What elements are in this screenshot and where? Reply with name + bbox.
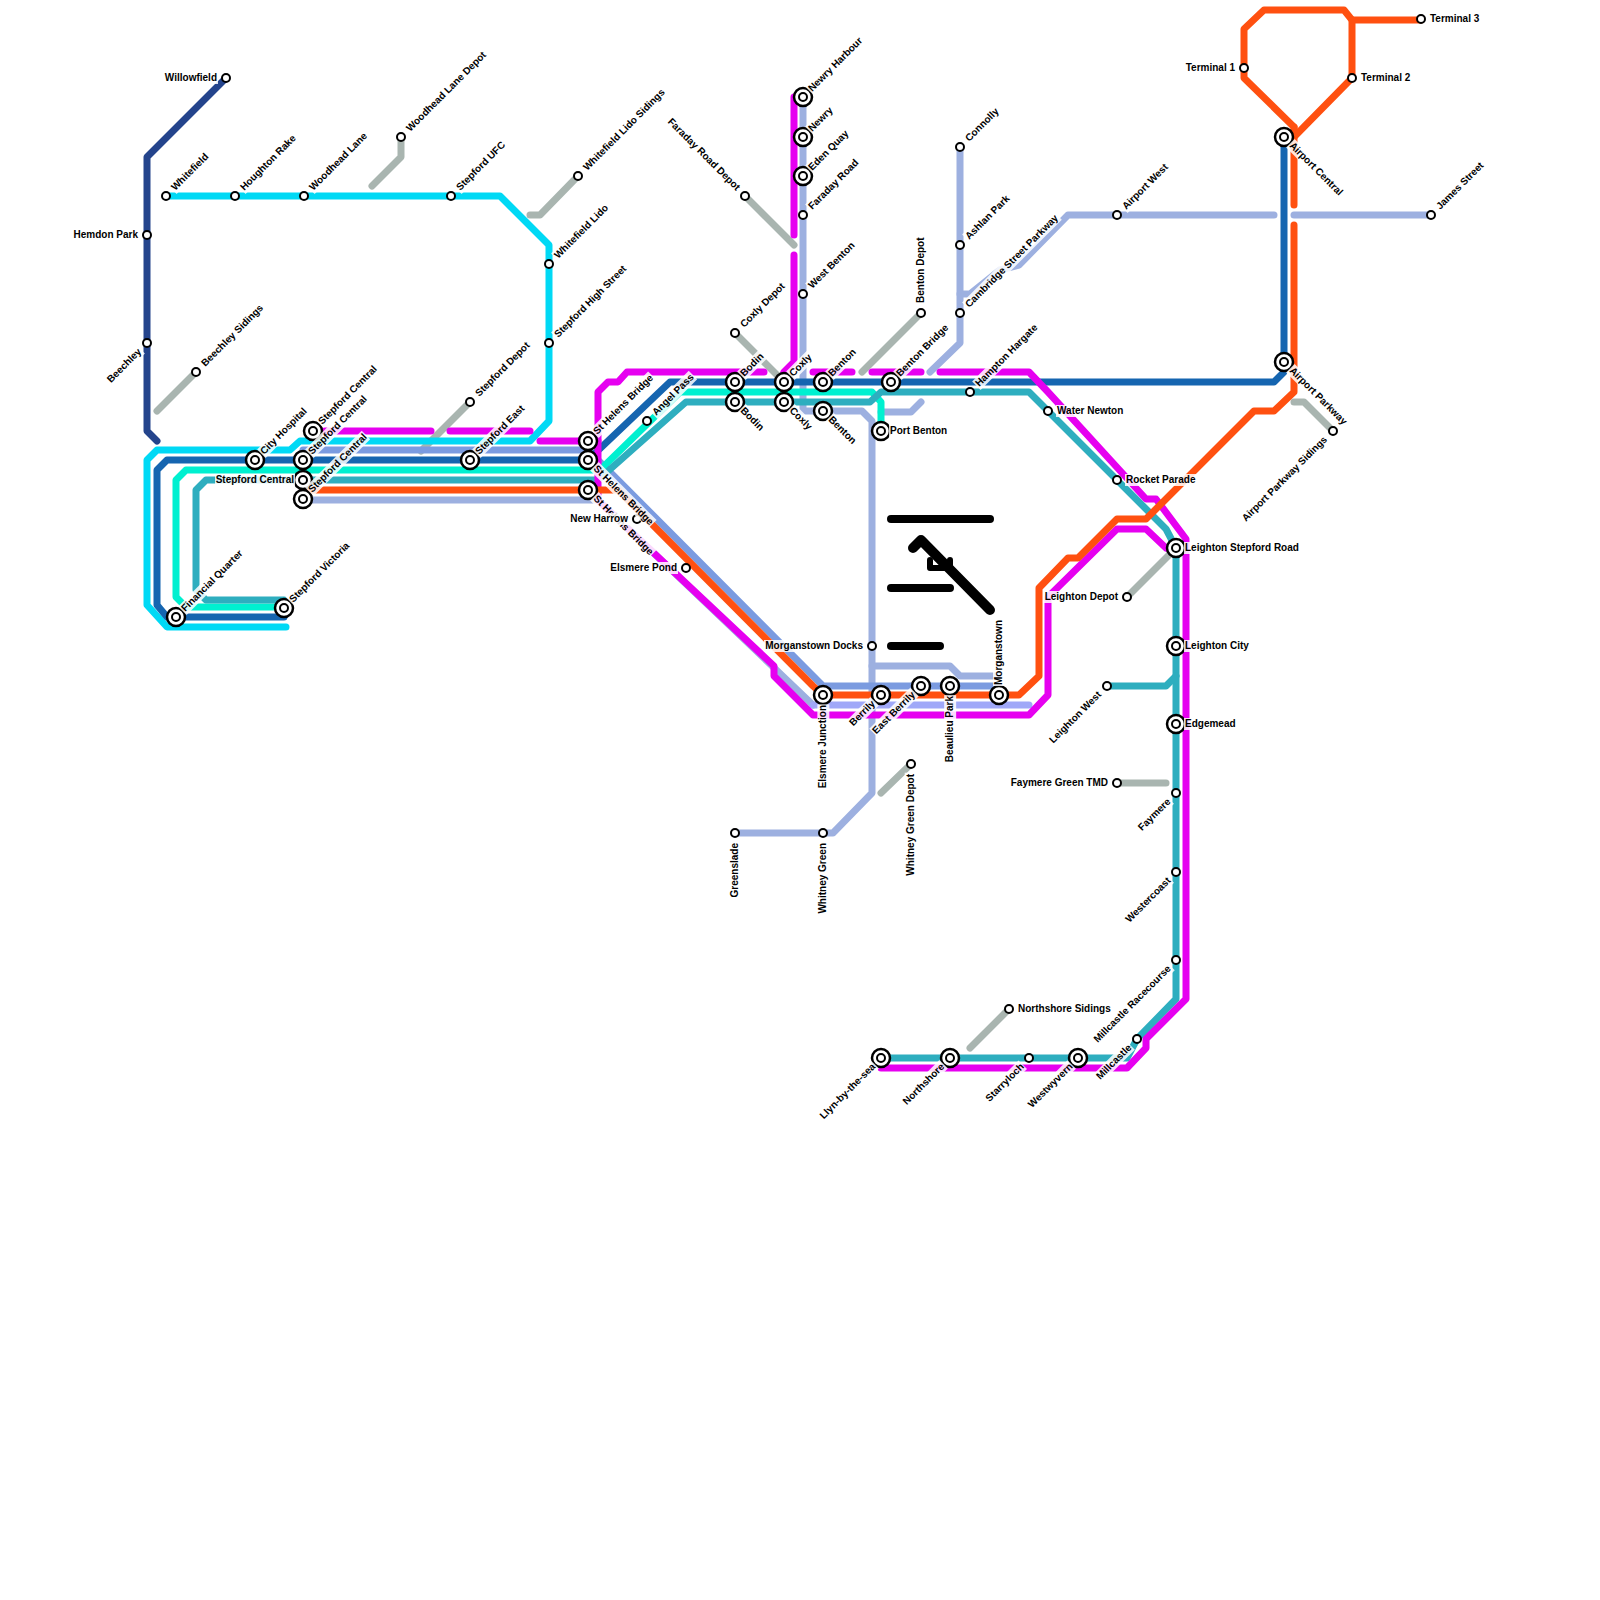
station-label: Airport Parkway Sidings — [1239, 433, 1331, 525]
station-label: Woodhead Lane — [306, 129, 370, 193]
station-label: Bodin — [737, 350, 767, 380]
station-label: Whitney Green Depot — [905, 773, 917, 877]
station-label: Elsmere Pond — [609, 562, 678, 574]
station-label: Terminal 1 — [1185, 62, 1236, 74]
station-label: City Hospital — [257, 405, 310, 458]
station-label: Ashlan Park — [962, 192, 1013, 243]
station-label: Beechley — [104, 345, 145, 386]
station-label: Airport Parkway — [1286, 364, 1350, 428]
station-label: Connolly — [962, 105, 1002, 145]
station-label: Starryloch — [982, 1060, 1027, 1105]
station-label: Millcastle — [1093, 1041, 1135, 1083]
station-label: Benton Bridge — [893, 321, 952, 380]
station-label: Faymere Green TMD — [1010, 777, 1109, 789]
station-label: Whitney Green — [817, 842, 829, 915]
station-label: Stepford Central — [215, 474, 295, 486]
station-label: Whitefield — [168, 150, 212, 194]
station-label: Newry Harbour — [805, 34, 866, 95]
station-label: Stepford UFC — [453, 138, 508, 193]
station-label: Airport Central — [1286, 139, 1346, 199]
station-label: Coxly Depot — [737, 280, 788, 331]
station-label: Edgemead — [1184, 718, 1237, 730]
station-label: Hemdon Park — [73, 229, 139, 241]
station-label: Greenslade — [729, 842, 741, 898]
station-label: Faraday Road Depot — [664, 115, 743, 194]
station-label: Benton Depot — [915, 236, 927, 304]
station-label: Llyn-by-the-sea — [817, 1060, 879, 1122]
station-label: Rocket Parade — [1125, 474, 1196, 486]
station-label: Whitefield Lido — [551, 201, 612, 262]
station-label: Beaulieu Park — [944, 695, 956, 763]
station-label: East Berrily — [870, 688, 919, 737]
station-label: Northshore Sidings — [1017, 1003, 1112, 1015]
station-label: Westercoast — [1122, 874, 1174, 926]
station-label: Water Newton — [1056, 405, 1124, 417]
station-label: Whitefield Lido Sidings — [580, 86, 668, 174]
station-label: Stepford High Street — [551, 262, 630, 341]
station-label: Benton — [825, 413, 859, 447]
station-label: Terminal 3 — [1429, 13, 1480, 25]
station-label: Stepford Victoria — [286, 539, 353, 606]
station-label: Northshore — [900, 1060, 948, 1108]
station-label: James Street — [1433, 159, 1487, 213]
station-label: Coxly — [786, 404, 815, 433]
station-label: Newry — [805, 104, 836, 135]
station-label: Morganstown Docks — [764, 640, 864, 652]
station-label: Benton — [825, 346, 859, 380]
station-label: Hampton Hargate — [972, 321, 1041, 390]
station-label: Leighton Stepford Road — [1184, 542, 1300, 554]
station-label: Beechley Sidings — [198, 301, 266, 369]
station-label: Leighton West — [1046, 688, 1104, 746]
station-label: Faymere — [1135, 795, 1174, 834]
station-label: Coxly — [786, 351, 815, 380]
station-label: Stepford Depot — [472, 339, 533, 400]
station-label: Angel Pass — [649, 371, 697, 419]
station-label: Elsmere Junction — [817, 704, 829, 789]
station-label: Houghton Rake — [237, 132, 299, 194]
station-label: Stepford East — [472, 402, 528, 458]
station-label: Bodin — [737, 404, 767, 434]
station-label: New Harrow — [569, 513, 629, 525]
station-label: Leighton City — [1184, 640, 1250, 652]
station-label: Airport West — [1119, 161, 1171, 213]
station-label: Willowfield — [164, 72, 218, 84]
station-label: West Benton — [805, 239, 858, 292]
station-label: St Helens Bridge — [590, 371, 656, 437]
station-label: Morganstown — [993, 619, 1005, 686]
station-label: Westwyvern — [1025, 1060, 1076, 1111]
station-label: Financial Quarter — [178, 547, 246, 615]
station-label: Port Benton — [889, 425, 948, 437]
station-label: Terminal 2 — [1360, 72, 1411, 84]
station-label: Woodhead Lane Depot — [403, 49, 489, 135]
station-label: Leighton Depot — [1044, 591, 1119, 603]
